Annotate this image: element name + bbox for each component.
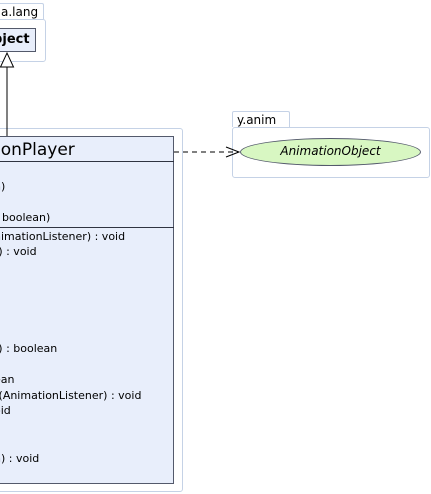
method-8: () : boolean <box>0 342 58 355</box>
field-1: n) <box>0 180 6 193</box>
method-2: t) : void <box>0 245 37 258</box>
package-anim-tab: y.anim <box>232 111 290 127</box>
object-class-box[interactable]: Object <box>0 28 36 52</box>
generalization-arrowhead <box>0 51 15 68</box>
animation-player-class-box[interactable]: ionPlayer <box>0 136 174 484</box>
object-class-name: Object <box>0 32 30 47</box>
class-title-divider <box>0 161 174 162</box>
method-12: oid <box>0 404 11 417</box>
dependency-arrowhead <box>225 146 241 158</box>
method-11: r(AnimationListener) : void <box>0 389 142 402</box>
field-2: boolean) <box>2 211 51 224</box>
method-1: nimationListener) : void <box>0 230 126 243</box>
fields-methods-divider <box>0 227 174 228</box>
package-java-lang-tab: a.lang <box>0 3 44 19</box>
method-10: ean <box>0 373 15 386</box>
animation-player-class-name: ionPlayer <box>0 140 75 160</box>
animation-object-interface[interactable]: AnimationObject <box>240 138 421 166</box>
method-15: n) : void <box>0 452 40 465</box>
